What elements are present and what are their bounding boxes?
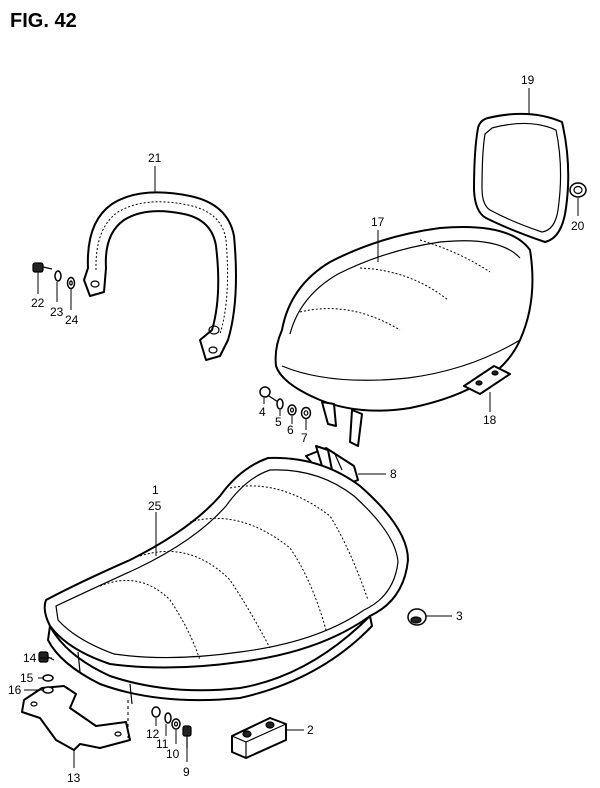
callout-11: 11 bbox=[156, 737, 169, 751]
callout-1: 1 bbox=[152, 483, 159, 497]
callout-3: 3 bbox=[456, 609, 463, 623]
washer-7 bbox=[300, 406, 312, 420]
callout-20: 20 bbox=[571, 219, 585, 233]
callout-7: 7 bbox=[301, 431, 308, 445]
backrest-pad bbox=[473, 112, 570, 243]
washer-5 bbox=[276, 398, 284, 410]
callout-5: 5 bbox=[275, 415, 282, 429]
passenger-seat bbox=[274, 225, 534, 447]
callout-17: 17 bbox=[371, 215, 385, 229]
callout-22: 22 bbox=[31, 296, 45, 310]
washer-12 bbox=[151, 706, 161, 718]
callout-12: 12 bbox=[146, 727, 160, 741]
callout-10: 10 bbox=[166, 747, 180, 761]
grab-handle bbox=[83, 191, 237, 361]
washer-16 bbox=[42, 686, 54, 694]
callout-23: 23 bbox=[50, 305, 64, 319]
callout-15: 15 bbox=[20, 671, 34, 685]
callout-4: 4 bbox=[259, 405, 266, 419]
main-seat bbox=[43, 456, 409, 705]
callout-18: 18 bbox=[483, 413, 497, 427]
callout-2: 2 bbox=[307, 723, 314, 737]
callout-8: 8 bbox=[390, 467, 397, 481]
bolt-14 bbox=[38, 651, 55, 663]
figure-title: FIG. 42 bbox=[10, 10, 77, 32]
hinge-bracket-13 bbox=[21, 685, 131, 751]
washer-23 bbox=[54, 270, 62, 282]
callout-labels: 19 20 21 17 22 23 24 4 5 6 7 18 8 1 25 3… bbox=[8, 73, 585, 785]
rubber-pad-18 bbox=[463, 365, 511, 395]
washer-10 bbox=[171, 718, 181, 730]
rubber-block-2 bbox=[231, 717, 287, 759]
bolt-9 bbox=[182, 725, 192, 748]
callout-9: 9 bbox=[183, 765, 190, 779]
callout-24: 24 bbox=[65, 313, 79, 327]
washer-6 bbox=[287, 404, 297, 416]
cap-nut-3 bbox=[407, 608, 427, 626]
callout-21: 21 bbox=[148, 151, 162, 165]
callout-14: 14 bbox=[23, 651, 37, 665]
washer-24 bbox=[66, 276, 76, 290]
callout-25: 25 bbox=[148, 499, 162, 513]
callout-16: 16 bbox=[8, 683, 22, 697]
callout-13: 13 bbox=[67, 771, 81, 785]
bolt-4 bbox=[259, 386, 279, 403]
nut-20 bbox=[569, 182, 587, 198]
bolt-22 bbox=[32, 262, 53, 273]
washer-11 bbox=[164, 712, 172, 724]
callout-6: 6 bbox=[287, 423, 294, 437]
callout-19: 19 bbox=[521, 73, 535, 87]
leader-lines bbox=[24, 88, 579, 768]
washer-15 bbox=[42, 674, 54, 682]
